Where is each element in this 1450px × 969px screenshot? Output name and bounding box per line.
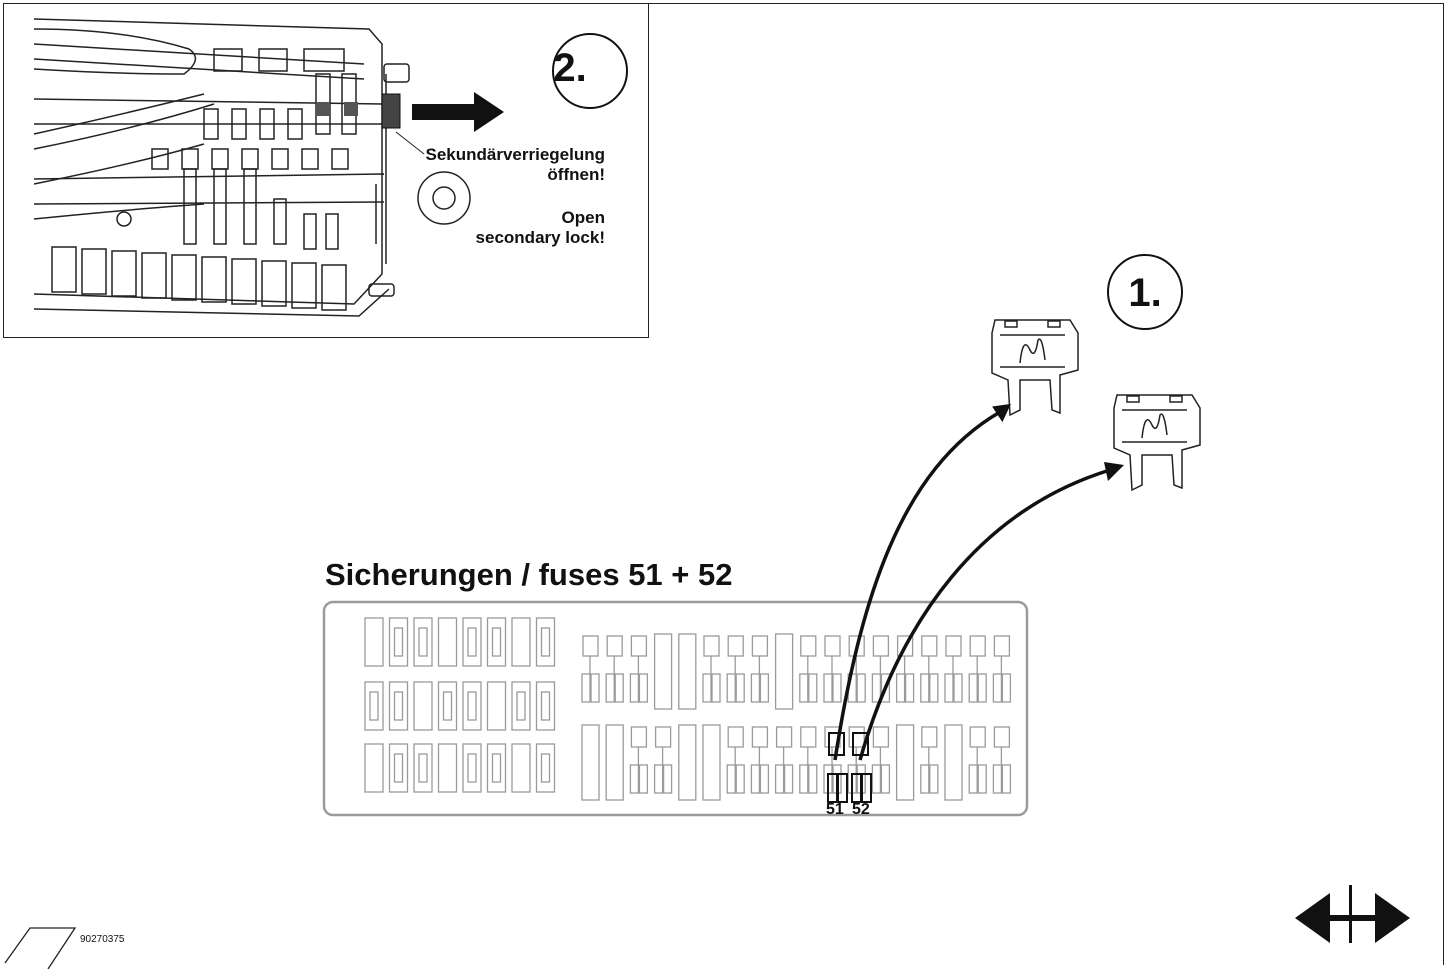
fuse-number-51: 51 bbox=[826, 801, 844, 818]
fuse-carrier-drawing bbox=[33, 18, 628, 317]
lock-instruction-en: Open bbox=[561, 208, 605, 227]
document-number: 90270375 bbox=[80, 934, 125, 945]
page-frame bbox=[3, 3, 1444, 965]
lock-ring-icon bbox=[417, 171, 471, 225]
fuse-title: Sicherungen / fuses 51 + 52 bbox=[325, 557, 733, 592]
step-2-label: 2. bbox=[553, 46, 587, 90]
pull-arrow-icon bbox=[412, 92, 504, 132]
step-2-badge bbox=[552, 33, 628, 109]
inset-illustration-frame bbox=[3, 3, 649, 338]
lock-instruction-en: secondary lock! bbox=[475, 228, 605, 247]
lock-tab bbox=[316, 102, 330, 116]
lock-instruction-de: Sekundärverriegelung bbox=[425, 145, 605, 164]
fuse-number-52: 52 bbox=[852, 801, 870, 818]
step-1-label: 1. bbox=[1128, 271, 1162, 315]
lock-tab bbox=[344, 102, 358, 116]
secondary-lock-slider bbox=[381, 93, 401, 129]
lock-instruction-de: öffnen! bbox=[547, 165, 605, 184]
